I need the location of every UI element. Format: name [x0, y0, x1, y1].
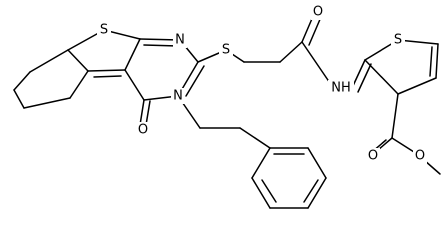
atom-S-thioether: S — [219, 42, 233, 58]
bond — [391, 93, 399, 139]
svg-text:N: N — [175, 33, 185, 48]
svg-text:S: S — [222, 43, 230, 58]
svg-text:NH: NH — [331, 81, 351, 96]
bond — [29, 49, 69, 73]
bond — [251, 147, 271, 179]
svg-text:O: O — [415, 149, 425, 164]
bond — [435, 43, 439, 79]
bond — [307, 147, 327, 179]
bond — [185, 65, 205, 97]
bond — [124, 38, 141, 71]
atom-O-ester-methoxy: O — [413, 148, 427, 164]
svg-text:O: O — [313, 5, 323, 20]
atom-N-1: N — [173, 32, 187, 48]
bond — [139, 99, 145, 126]
bond — [67, 49, 89, 72]
bond — [364, 59, 399, 95]
atom-N-3: N — [171, 88, 185, 104]
molecule-structure-diagram: S N N O S O NH S O O — [13, 4, 441, 209]
svg-text:S: S — [394, 33, 402, 48]
atom-S-thiophene: S — [391, 32, 405, 48]
bond — [391, 137, 415, 153]
structure-svg: S N N O S O NH S O O — [13, 4, 441, 209]
atom-O-amide: O — [311, 4, 325, 20]
bond — [23, 97, 71, 109]
bond — [301, 41, 333, 87]
bond — [429, 46, 433, 77]
svg-text:S: S — [100, 23, 108, 38]
bond — [93, 75, 122, 78]
bond — [239, 127, 271, 149]
bond — [145, 100, 151, 126]
svg-text:N: N — [173, 89, 183, 104]
bond — [351, 59, 366, 89]
atom-S-fused: S — [97, 22, 111, 38]
bond — [13, 71, 31, 91]
bond — [307, 177, 327, 209]
bond — [357, 63, 372, 93]
bond — [87, 69, 126, 72]
atom-NH-amide: NH — [328, 80, 354, 96]
bond — [303, 179, 319, 203]
bond — [124, 69, 145, 101]
bond — [69, 70, 89, 99]
atom-O-ester-carbonyl: O — [366, 148, 380, 164]
bond — [261, 179, 277, 203]
svg-text:O: O — [138, 123, 148, 138]
bond — [251, 177, 271, 209]
bond — [13, 89, 25, 109]
svg-text:O: O — [368, 149, 378, 164]
bond — [377, 137, 393, 151]
bond — [143, 44, 179, 47]
bond — [279, 41, 303, 63]
atom-O-ring-carbonyl: O — [136, 122, 150, 138]
bond — [308, 16, 322, 46]
bond — [397, 77, 437, 95]
